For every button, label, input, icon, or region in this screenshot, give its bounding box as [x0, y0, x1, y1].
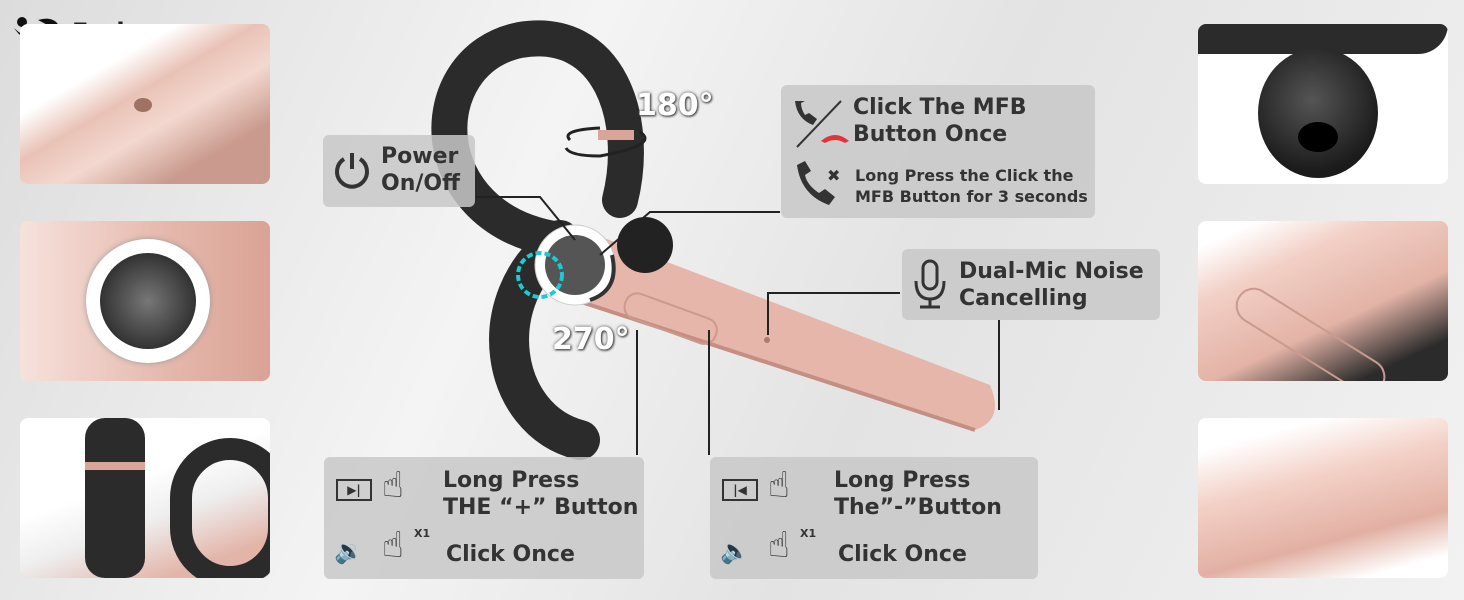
fingerprint-icon	[516, 251, 564, 299]
rotate-arrow-180-icon	[564, 126, 647, 158]
thumbnail-mfb-button	[20, 221, 270, 381]
callout-mfb: Click The MFB Button Once ✖ Long Press t…	[781, 85, 1095, 218]
callout-power: Power On/Off	[323, 135, 475, 207]
mfb-line3: Long Press the Click the	[855, 166, 1074, 185]
thumbnail-volume-buttons	[1198, 221, 1448, 381]
power-label-line2: On/Off	[381, 171, 460, 196]
reject-call-icon: ✖	[797, 161, 840, 205]
thumbnail-mic-hole	[20, 24, 270, 184]
minus-line1: Long Press	[834, 468, 971, 493]
power-icon	[335, 153, 369, 189]
mfb-line4: MFB Button for 3 seconds	[855, 187, 1088, 206]
thumbnail-earpiece-end	[1198, 418, 1448, 578]
volume-down-icon: 🔈	[720, 537, 750, 565]
previous-track-icon: |◀	[722, 479, 758, 501]
callout-minus-button: |◀ ☝ Long Press The”-”Button 🔈 ☝ X1 Clic…	[710, 457, 1038, 579]
minus-line3: Click Once	[838, 542, 967, 567]
hand-tap-icon: ☝	[768, 525, 790, 566]
next-track-icon: ▶|	[336, 479, 372, 501]
plus-line1: Long Press	[443, 468, 580, 493]
thumbnail-ear-hook	[20, 418, 270, 578]
mic-line1: Dual-Mic Noise	[959, 259, 1144, 284]
mic-line2: Cancelling	[959, 286, 1088, 311]
power-label-line1: Power	[381, 144, 459, 169]
thumbnail-ear-tip	[1198, 24, 1448, 184]
mfb-line2: Button Once	[853, 122, 1008, 147]
plus-tap-count: X1	[414, 527, 431, 540]
rotate-arrow-270-icon	[589, 254, 616, 302]
volume-up-icon: 🔉	[334, 537, 364, 565]
answer-hangup-icon	[795, 100, 849, 148]
hand-press-icon: ☝	[382, 465, 404, 506]
callout-mic: Dual-Mic Noise Cancelling	[902, 249, 1160, 320]
plus-line2: THE “+” Button	[443, 495, 639, 520]
plus-line3: Click Once	[446, 542, 575, 567]
rotation-270-label: 270°	[552, 322, 630, 357]
hand-tap-icon: ☝	[382, 525, 404, 566]
minus-line2: The”-”Button	[834, 495, 1002, 520]
callout-lines	[476, 196, 1000, 455]
hand-press-icon: ☝	[768, 465, 790, 506]
mfb-line1: Click The MFB	[853, 95, 1027, 120]
rotation-180-label: 180°	[636, 88, 714, 123]
microphone-icon	[914, 259, 946, 309]
minus-tap-count: X1	[800, 527, 817, 540]
svg-text:✖: ✖	[827, 166, 840, 185]
callout-plus-button: ▶| ☝ Long Press THE “+” Button 🔉 ☝ X1 Cl…	[324, 457, 644, 579]
